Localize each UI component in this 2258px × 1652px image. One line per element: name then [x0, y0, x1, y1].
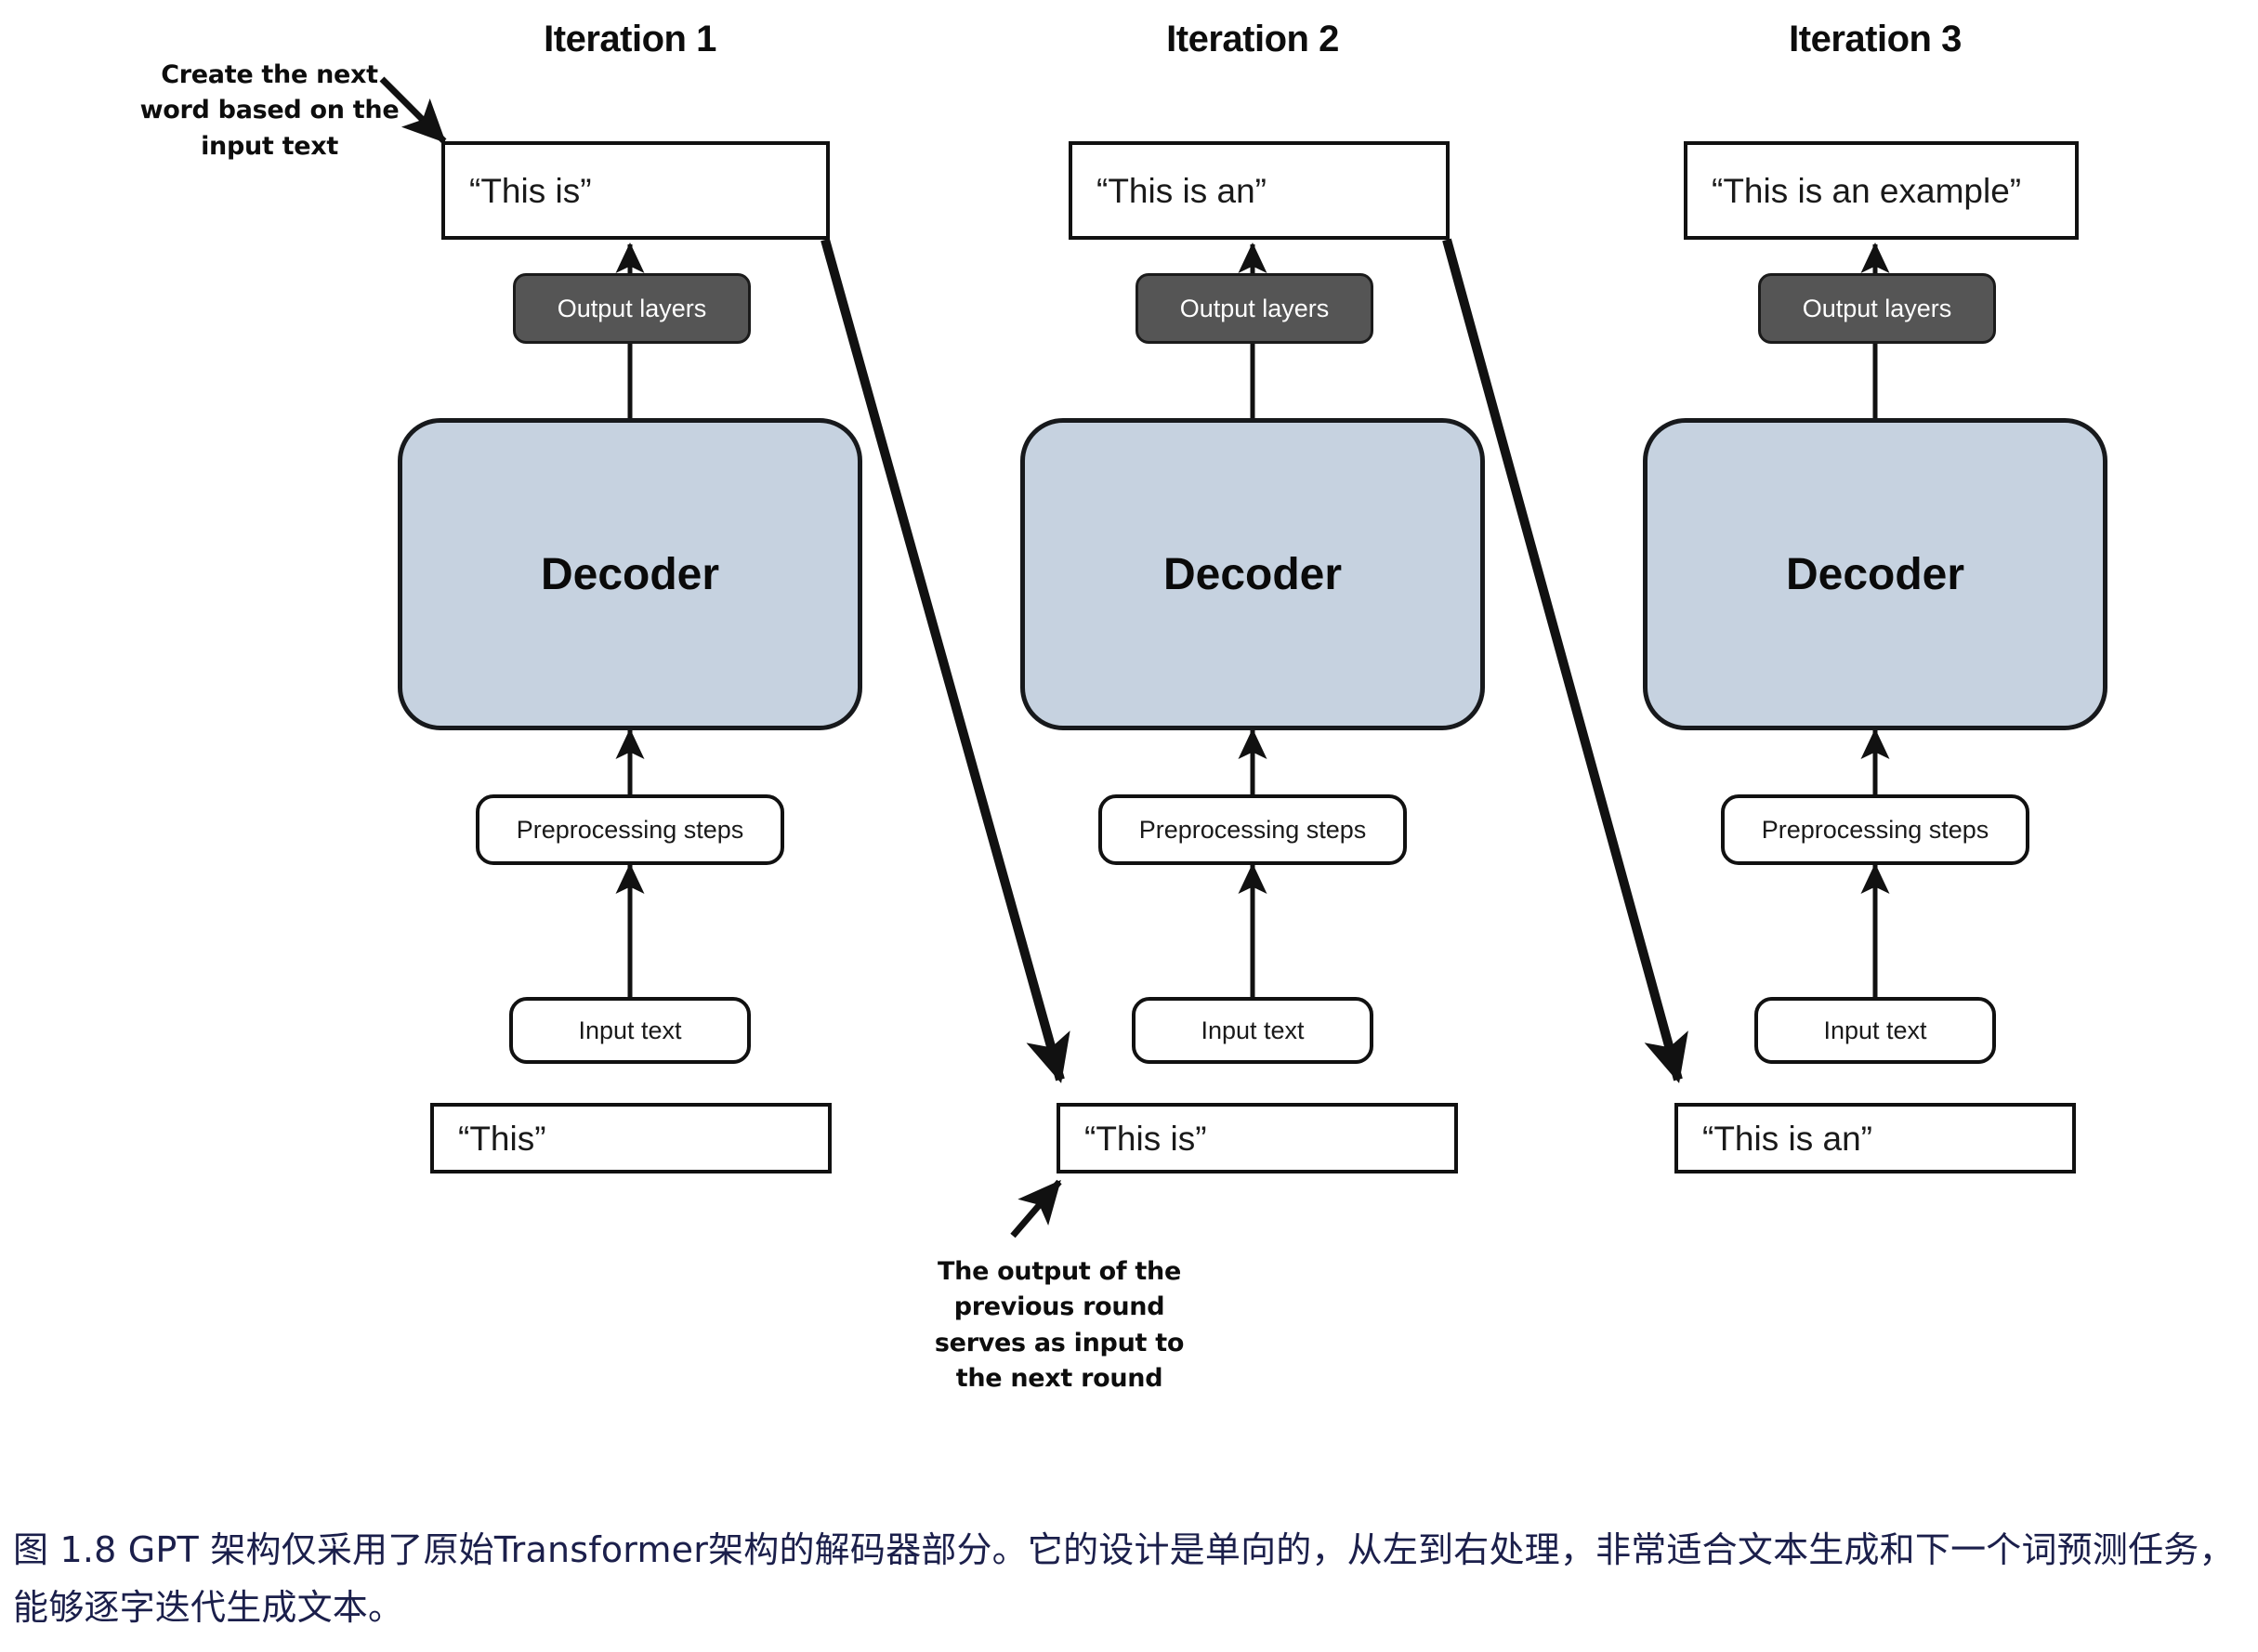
iteration-2-output-text: “This is an”: [1096, 171, 1267, 210]
iteration-1-title: Iteration 1: [544, 19, 716, 59]
iteration-2-title: Iteration 2: [1166, 19, 1339, 59]
iteration-2-decoder-label: Decoder: [1162, 549, 1343, 599]
iteration-3-decoder: Decoder: [1643, 418, 2107, 730]
iteration-3-input-text-box: Input text: [1754, 997, 1996, 1064]
annotation-line: previous round: [953, 1292, 1165, 1322]
iteration-2-preprocessing-steps: Preprocessing steps: [1098, 794, 1407, 865]
iteration-3-input-box-text: “This is an”: [1702, 1119, 1872, 1158]
annotation-output-serves-as-input: The output of the previous round serves …: [920, 1254, 1199, 1396]
iteration-3-output-text: “This is an example”: [1712, 171, 2022, 210]
iteration-3-preprocessing-steps: Preprocessing steps: [1721, 794, 2029, 865]
iteration-2-input-text-label: Input text: [1201, 1016, 1305, 1044]
annotation-line: word based on the: [139, 96, 400, 125]
iteration-1-preprocessing-steps: Preprocessing steps: [476, 794, 784, 865]
iteration-2-input-box-text: “This is”: [1084, 1119, 1207, 1158]
iteration-1-preprocessing-label: Preprocessing steps: [516, 815, 744, 844]
figure-caption: 图 1.8 GPT 架构仅采用了原始Transformer架构的解码器部分。它的…: [13, 1529, 2235, 1628]
iteration-3-title: Iteration 3: [1789, 19, 1962, 59]
iteration-3-decoder-label: Decoder: [1785, 549, 1965, 599]
iteration-1-input-box-text: “This”: [458, 1119, 546, 1158]
iteration-2-preprocessing-label: Preprocessing steps: [1138, 815, 1367, 844]
iteration-2-input-text-box: Input text: [1132, 997, 1373, 1064]
iteration-1-decoder: Decoder: [398, 418, 862, 730]
iteration-1-decoder-label: Decoder: [540, 549, 720, 599]
iteration-2-output-layers: Output layers: [1136, 273, 1373, 344]
iteration-2-output-box: “This is an”: [1069, 141, 1450, 240]
annotation-arrow-bottom-middle: [1010, 1179, 1062, 1239]
annotation-line: input text: [201, 131, 338, 161]
annotation-line: the next round: [955, 1363, 1163, 1393]
iteration-1-output-layers: Output layers: [513, 273, 751, 344]
annotation-create-next-word: Create the next word based on the input …: [139, 58, 400, 164]
annotation-line: serves as input to: [934, 1328, 1185, 1357]
iteration-3-preprocessing-label: Preprocessing steps: [1761, 815, 1989, 844]
iteration-1-output-text: “This is”: [469, 171, 592, 210]
iteration-1-input-box: “This”: [430, 1103, 832, 1173]
iteration-1-input-text-box: Input text: [509, 997, 751, 1064]
iteration-3-output-layers-label: Output layers: [1802, 294, 1952, 322]
iteration-2-input-box: “This is”: [1057, 1103, 1458, 1173]
annotation-line: Create the next: [161, 60, 378, 89]
iteration-1-output-box: “This is”: [441, 141, 830, 240]
iteration-3-output-box: “This is an example”: [1684, 141, 2079, 240]
iteration-3-input-text-label: Input text: [1823, 1016, 1927, 1044]
iteration-2-decoder: Decoder: [1020, 418, 1485, 730]
iteration-3-input-box: “This is an”: [1674, 1103, 2076, 1173]
iteration-1-output-layers-label: Output layers: [557, 294, 707, 322]
iteration-3-output-layers: Output layers: [1758, 273, 1996, 344]
annotation-line: The output of the: [938, 1257, 1181, 1286]
iteration-2-output-layers-label: Output layers: [1179, 294, 1330, 322]
iteration-1-input-text-label: Input text: [578, 1016, 682, 1044]
